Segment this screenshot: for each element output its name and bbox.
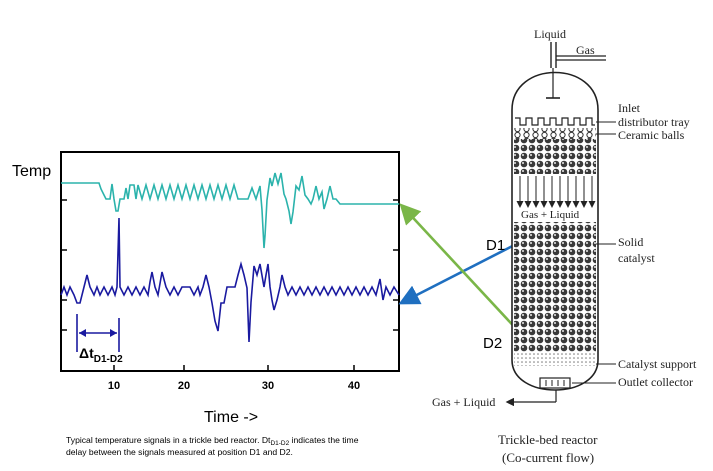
delay-arrowhead-left	[79, 329, 86, 337]
y-tick-marks	[61, 199, 399, 331]
probe-d2-label: D2	[483, 335, 502, 352]
x-tick-label-40: 40	[348, 380, 360, 392]
reactor-label-gas-liquid-inner: Gas + Liquid	[521, 209, 580, 221]
caption-line-1: Typical temperature signals in a trickle…	[66, 435, 359, 447]
reactor-label-liquid: Liquid	[534, 27, 566, 41]
reactor-label-catalyst: catalyst	[618, 251, 655, 265]
x-axis-label: Time ->	[204, 409, 258, 426]
reactor-vessel	[505, 42, 616, 407]
reactor-label-ceramic: Ceramic balls	[618, 128, 685, 142]
reactor-title-line-2: (Co-current flow)	[502, 450, 594, 465]
reactor-label-inlet: Inlet	[618, 101, 641, 115]
reactor-label-support: Catalyst support	[618, 357, 697, 371]
reactor-title-line-1: Trickle-bed reactor	[498, 432, 598, 447]
reactor-label-gas-liquid-out: Gas + Liquid	[432, 395, 495, 409]
x-tick-label-30: 30	[262, 380, 274, 392]
delay-label: ΔtD1-D2	[79, 345, 123, 365]
reactor-label-distributor: distributor tray	[618, 115, 690, 129]
reactor-label-outlet: Outlet collector	[618, 375, 693, 389]
caption-line-2: delay between the signals measured at po…	[66, 447, 293, 457]
signal-d1-trace	[61, 172, 399, 249]
reactor-label-solid: Solid	[618, 235, 643, 249]
d2-connector-arrow	[399, 203, 522, 335]
x-tick-marks	[113, 365, 355, 371]
probe-d1-label: D1	[486, 237, 505, 254]
reactor-label-gas: Gas	[576, 43, 595, 57]
signal-d2-trace	[60, 217, 400, 343]
delay-arrowhead-right	[110, 329, 117, 337]
x-tick-label-20: 20	[178, 380, 190, 392]
x-tick-label-10: 10	[108, 380, 120, 392]
y-axis-label: Temp	[12, 163, 51, 180]
